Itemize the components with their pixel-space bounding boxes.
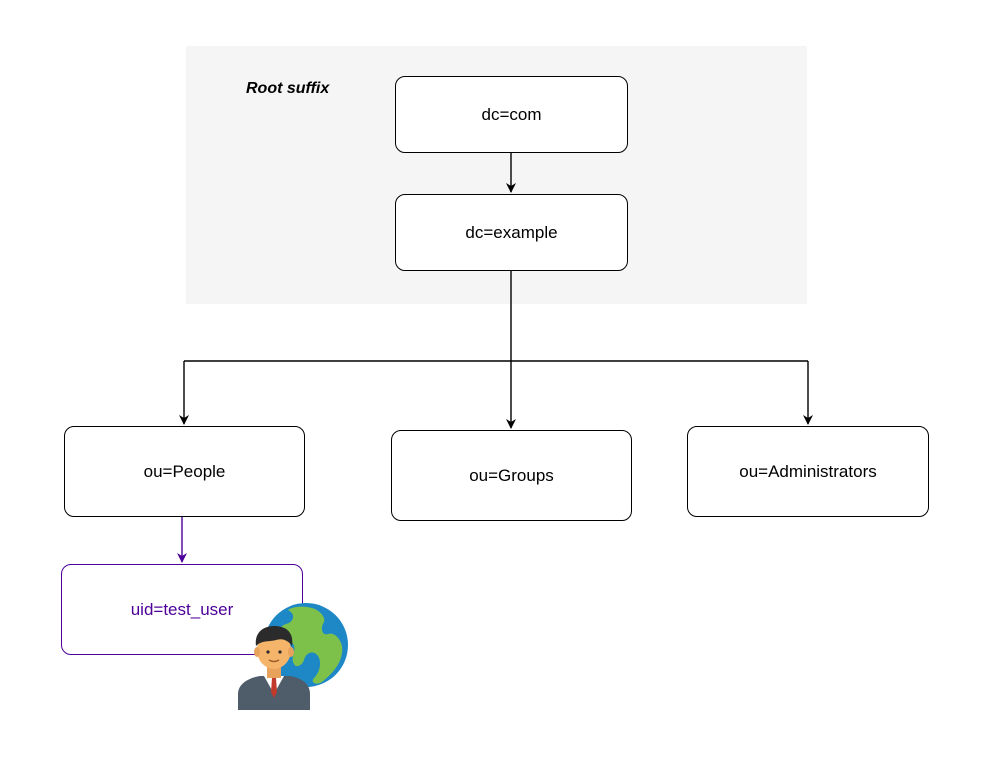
node-ou-administrators[interactable]: ou=Administrators — [687, 426, 929, 517]
user-globe-icon — [238, 603, 348, 710]
node-dc-com[interactable]: dc=com — [395, 76, 628, 153]
root-suffix-label: Root suffix — [246, 80, 330, 97]
node-ou-groups[interactable]: ou=Groups — [391, 430, 632, 521]
node-ou-people[interactable]: ou=People — [64, 426, 305, 517]
node-dc-example[interactable]: dc=example — [395, 194, 628, 271]
